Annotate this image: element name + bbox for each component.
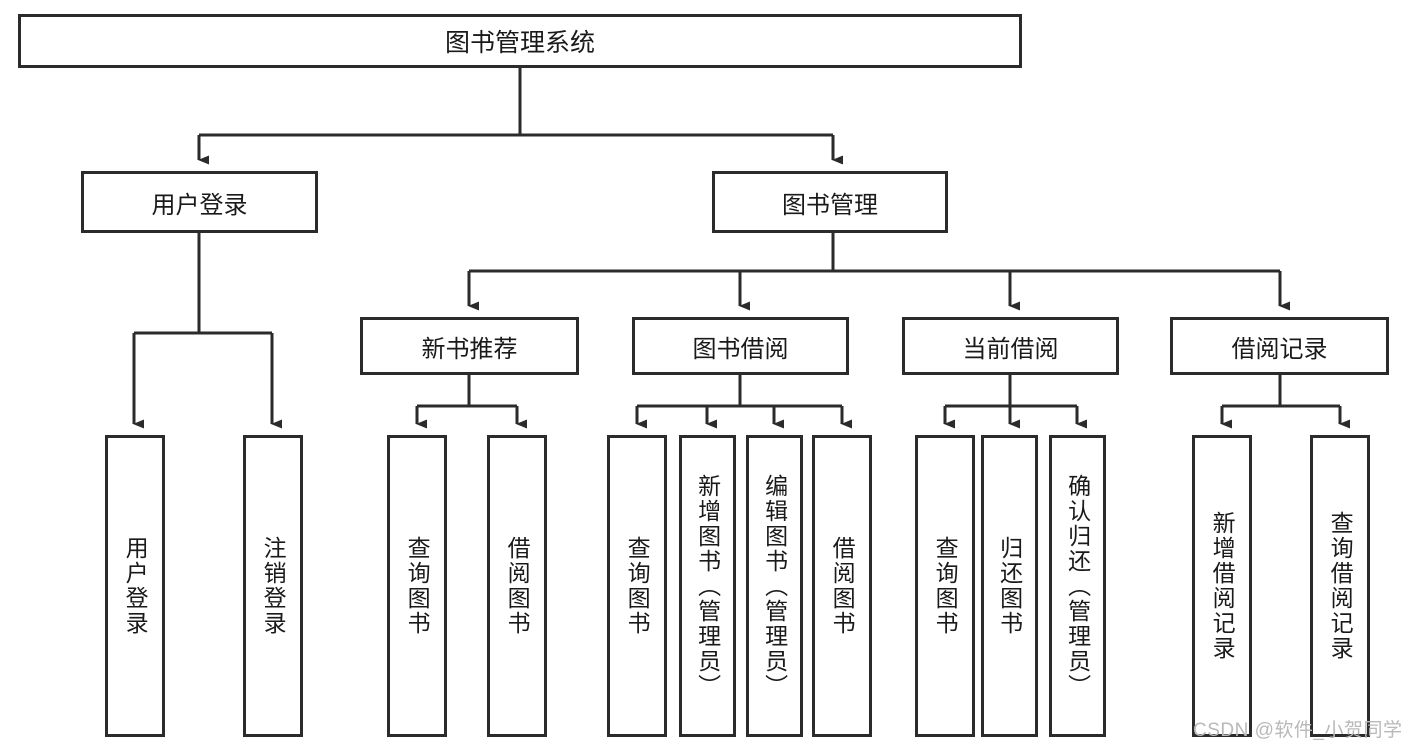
node-leaf-rec-add-record[interactable]: 新增借阅记录 [1192,435,1252,737]
node-leaf-cur-confirm-return[interactable]: 确认归还（管理员） [1049,435,1106,737]
node-leaf-borrow-borrow-book-label: 借阅图书 [829,536,856,636]
node-book-borrow[interactable]: 图书借阅 [632,317,849,375]
node-leaf-cur-return-book-label: 归还图书 [996,536,1023,636]
node-current-borrow-label: 当前借阅 [962,335,1059,363]
node-user-login[interactable]: 用户登录 [81,171,318,233]
node-new-book-recommend-label: 新书推荐 [421,335,518,363]
node-leaf-rec-query-record[interactable]: 查询借阅记录 [1310,435,1370,737]
node-leaf-cur-query-book[interactable]: 查询图书 [915,435,975,737]
node-leaf-borrow-query-book-label: 查询图书 [624,536,651,636]
node-leaf-borrow-borrow-book[interactable]: 借阅图书 [812,435,872,737]
node-leaf-rec-query-book[interactable]: 查询图书 [387,435,447,737]
node-borrow-record-label: 借阅记录 [1231,335,1328,363]
node-leaf-rec-query-book-label: 查询图书 [404,536,431,636]
node-leaf-borrow-edit-book[interactable]: 编辑图书（管理员） [746,435,803,737]
node-leaf-user-login[interactable]: 用户登录 [105,435,165,737]
node-leaf-borrow-edit-book-label: 编辑图书（管理员） [761,473,788,699]
watermark: CSDN @软件_小贺同学 [1193,720,1403,741]
node-leaf-rec-borrow-book-label: 借阅图书 [504,536,531,636]
node-leaf-user-login-label: 用户登录 [122,536,149,636]
node-borrow-record[interactable]: 借阅记录 [1170,317,1389,375]
node-leaf-rec-query-record-label: 查询借阅记录 [1327,511,1354,661]
node-leaf-cur-confirm-return-label: 确认归还（管理员） [1064,473,1091,699]
node-book-manage-label: 图书管理 [782,191,878,219]
node-leaf-borrow-add-book-label: 新增图书（管理员） [694,473,721,699]
node-leaf-cur-query-book-label: 查询图书 [932,536,959,636]
node-book-manage[interactable]: 图书管理 [712,171,948,233]
node-new-book-recommend[interactable]: 新书推荐 [360,317,579,375]
node-root-label: 图书管理系统 [444,29,595,57]
node-leaf-rec-add-record-label: 新增借阅记录 [1209,511,1236,661]
node-leaf-rec-borrow-book[interactable]: 借阅图书 [487,435,547,737]
node-book-borrow-label: 图书借阅 [692,335,789,363]
node-leaf-user-logout[interactable]: 注销登录 [243,435,303,737]
node-leaf-borrow-add-book[interactable]: 新增图书（管理员） [679,435,736,737]
node-leaf-cur-return-book[interactable]: 归还图书 [981,435,1038,737]
node-leaf-user-logout-label: 注销登录 [260,536,287,636]
node-root[interactable]: 图书管理系统 [18,14,1022,68]
node-current-borrow[interactable]: 当前借阅 [902,317,1119,375]
node-leaf-borrow-query-book[interactable]: 查询图书 [607,435,667,737]
node-user-login-label: 用户登录 [151,191,248,219]
